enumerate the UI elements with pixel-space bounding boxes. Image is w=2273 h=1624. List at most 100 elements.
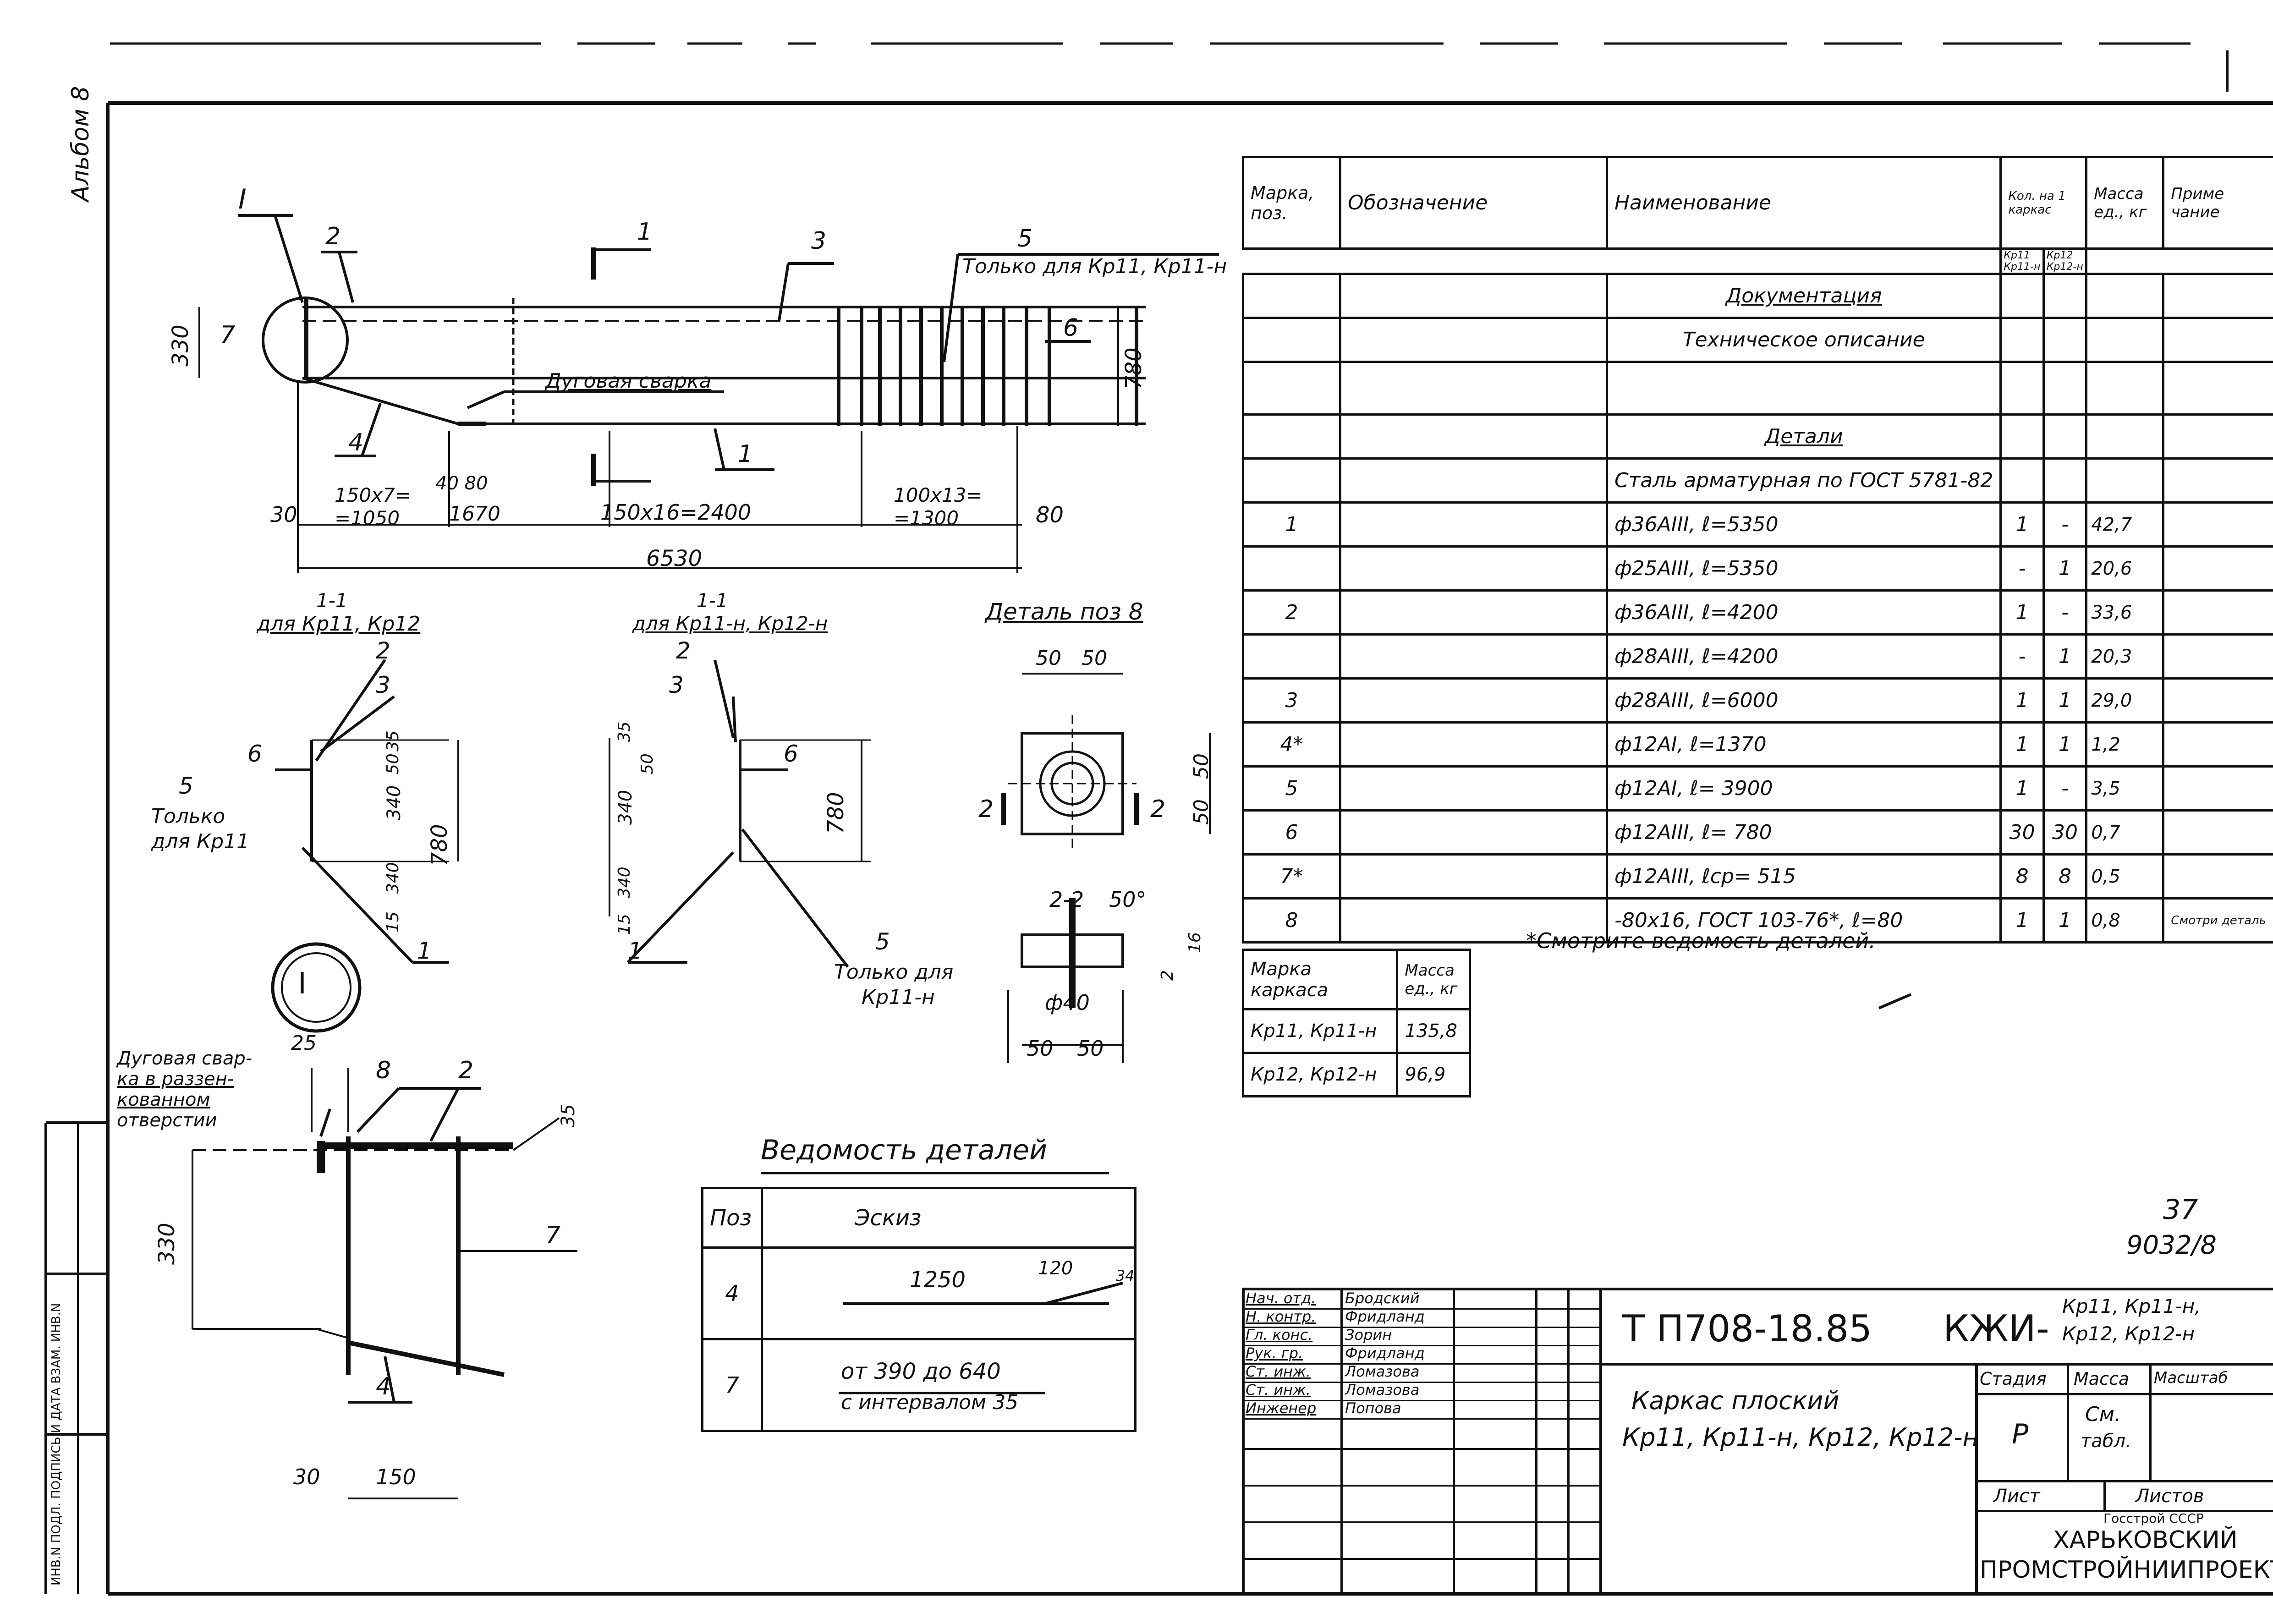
mass-row-mark: Кр11, Кр11-н <box>1241 1008 1399 1054</box>
spec-cell-name: Документация <box>1605 273 2002 319</box>
only-kr11-label: Только для Кр11, Кр11-н <box>962 255 1227 278</box>
mark-5: 5 <box>1017 225 1033 252</box>
sec1-only2: для Кр11 <box>151 830 250 853</box>
tb-mass-val-1: См. <box>2085 1403 2121 1426</box>
sec2-mark-5: 5 <box>875 928 890 955</box>
mass-h-mass: Масса ед., кг <box>1396 949 1471 1010</box>
spec-cell-note <box>2162 361 2273 416</box>
spec-cell-mass: 0,7 <box>2085 809 2165 856</box>
spec-cell-name: Техническое описание <box>1605 317 2002 363</box>
sketch4-len: 1250 <box>909 1267 966 1293</box>
tb-row-line <box>1242 1521 1599 1523</box>
spec-cell-mass <box>2085 317 2165 363</box>
spec-cell-name: -80х16, ГОСТ 103-76*, ℓ=80 <box>1605 897 2002 944</box>
spec-cell-q1: 1 <box>1999 677 2045 724</box>
sec1-mark-6: 6 <box>247 741 262 767</box>
sec2-dim-50: 50 <box>638 753 657 774</box>
spec-cell-mark: 2 <box>1241 589 1342 636</box>
detailI-mark-2: 2 <box>458 1057 474 1084</box>
spec-cell-name: ф12АI, ℓ=1370 <box>1605 721 2002 768</box>
spec-cell-designation <box>1339 633 1608 680</box>
sec2-only: Только для <box>834 960 954 984</box>
spec-cell-name: Детали <box>1605 413 2002 460</box>
spec-cell-designation <box>1339 317 1608 363</box>
tb-person-name: Зорин <box>1345 1326 1392 1344</box>
spec-h-mass: Масса ед., кг <box>2085 156 2165 250</box>
tb-kzhi-marks-1: Кр11, Кр11-н, <box>2062 1295 2201 1317</box>
spec-cell-q2 <box>2042 457 2088 504</box>
sec2-dim-15: 15 <box>615 914 634 935</box>
spec-cell-mass: 3,5 <box>2085 765 2165 812</box>
spec-cell-note <box>2162 853 2273 900</box>
dim-100x13: 100х13= <box>894 484 983 506</box>
tb-stage-h: Стадия <box>1980 1369 2047 1389</box>
sec2-dim-35: 35 <box>615 721 634 742</box>
title-block <box>1242 1288 2273 1595</box>
spec-cell-designation <box>1339 361 1608 416</box>
tb-kzhi: КЖИ- <box>1943 1307 2049 1350</box>
detail8-d50e: 50 <box>1027 1036 1054 1061</box>
spec-cell-q1: 1 <box>1999 501 2045 548</box>
spec-cell-q2 <box>2042 317 2088 363</box>
detailI-d150: 150 <box>376 1465 416 1489</box>
spec-row: Техническое описание <box>1241 317 2273 363</box>
spec-cell-designation <box>1339 589 1608 636</box>
spec-cell-name: ф36АIII, ℓ=4200 <box>1605 589 2002 636</box>
mass-table: Марка каркаса Масса ед., кг Кр11, Кр11-н… <box>1241 949 1471 1097</box>
mark-7: 7 <box>220 321 236 349</box>
spec-cell-name: Сталь арматурная по ГОСТ 5781-82 <box>1605 457 2002 504</box>
tb-row-line <box>1242 1418 1599 1420</box>
spec-cell-designation <box>1339 273 1608 319</box>
spec-cell-mark <box>1241 317 1342 363</box>
spec-cell-mark <box>1241 413 1342 460</box>
spec-cell-q1: 1 <box>1999 589 2045 636</box>
dim-80: 80 <box>1036 502 1064 528</box>
spec-cell-designation <box>1339 809 1608 856</box>
tb-org-1: Госстрой СССР <box>2103 1511 2204 1526</box>
details-title: Ведомость деталей <box>761 1134 1047 1166</box>
tb-mass-val-2: табл. <box>2081 1431 2131 1452</box>
spec-cell-mass: 0,5 <box>2085 853 2165 900</box>
spec-cell-q1: 30 <box>1999 809 2045 856</box>
angle-50: 50° <box>1109 887 1147 912</box>
spec-cell-q1: 1 <box>1999 765 2045 812</box>
spec-cell-mass: 33,6 <box>2085 589 2165 636</box>
album-label: Альбом 8 <box>67 86 94 202</box>
details-pos: 4 <box>701 1246 763 1340</box>
dim-1670: 1670 <box>449 502 500 526</box>
weld-hole-1: Дуговая свар- <box>117 1048 253 1069</box>
tb-row-line <box>1242 1345 1599 1346</box>
spec-cell-mark: 6 <box>1241 809 1342 856</box>
spec-cell-q2 <box>2042 273 2088 319</box>
tb-sheets-h: Листов <box>2136 1486 2204 1507</box>
sheet-code: 9032/8 <box>2126 1230 2217 1260</box>
spec-h-name: Наименование <box>1605 156 2002 250</box>
spec-cell-note <box>2162 633 2273 680</box>
spec-cell-note <box>2162 589 2273 636</box>
tb-row-line <box>1242 1448 1599 1450</box>
spec-cell-q1: - <box>1999 545 2045 592</box>
details-table: Поз Эскиз 4 1250 120 34 7 от 390 до 640 … <box>701 1187 1137 1432</box>
spec-cell-q2: 1 <box>2042 545 2088 592</box>
spec-cell-q2: 1 <box>2042 633 2088 680</box>
spec-cell-mark: 8 <box>1241 897 1342 944</box>
tb-person-name: Ломазова <box>1345 1363 1420 1380</box>
spec-cell-q1 <box>1999 457 2045 504</box>
sec1-dim-780: 780 <box>427 824 452 866</box>
spec-cell-q2: - <box>2042 501 2088 548</box>
section-1-1n-sub: для Кр11-н, Кр12-н <box>632 612 828 635</box>
details-h-sketch: Эскиз <box>760 1187 1137 1249</box>
inventory-label: ИНВ.N ПОДЛ. ПОДПИСЬ И ДАТА ВЗАМ. ИНВ.N <box>49 1303 63 1586</box>
sec1-dim-35: 35 <box>384 730 402 752</box>
spec-cell-name: ф36АIII, ℓ=5350 <box>1605 501 2002 548</box>
tb-row-line <box>1242 1558 1599 1560</box>
spec-h-qty-b: Кр12 Кр12-н <box>2042 247 2088 275</box>
mark-4: 4 <box>348 429 364 456</box>
spec-cell-q1 <box>1999 317 2045 363</box>
sec1-dim-15: 15 <box>384 911 402 933</box>
detailI-mark-4: 4 <box>376 1373 391 1400</box>
spec-table: Марка, поз. Обозначение Наименование Кол… <box>1241 156 2273 944</box>
